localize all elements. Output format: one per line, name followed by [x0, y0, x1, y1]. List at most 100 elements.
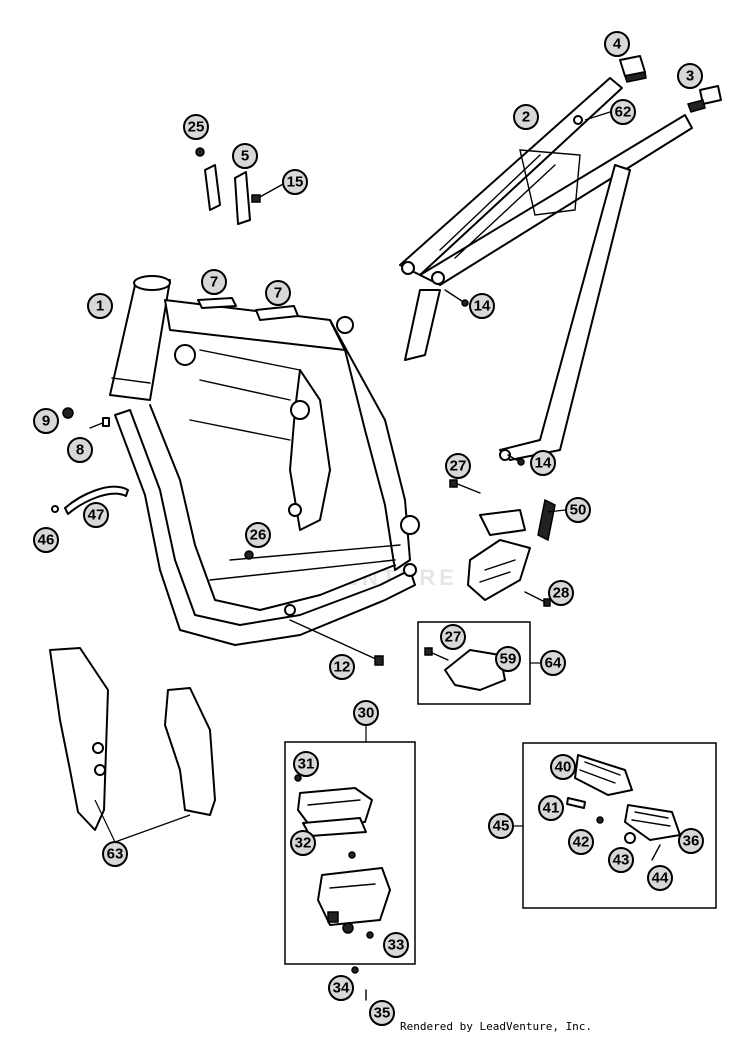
svg-text:63: 63 — [107, 846, 124, 863]
svg-text:27: 27 — [445, 629, 462, 646]
svg-text:8: 8 — [76, 442, 84, 459]
swingarm-axle[interactable] — [289, 619, 384, 666]
svg-text:7: 7 — [274, 285, 282, 302]
engine-mount-nut[interactable] — [244, 550, 254, 560]
svg-text:33: 33 — [388, 937, 405, 954]
svg-text:5: 5 — [241, 148, 249, 165]
callout-63: 63 — [102, 841, 128, 867]
svg-text:40: 40 — [555, 759, 572, 776]
svg-text:12: 12 — [334, 659, 351, 676]
callout-62: 62 — [610, 99, 636, 125]
skid-plate[interactable] — [294, 774, 391, 1001]
svg-text:2: 2 — [522, 109, 530, 126]
callout-32: 32 — [290, 830, 316, 856]
leader-63 — [94, 799, 191, 843]
callout-34: 34 — [328, 975, 354, 1001]
callout-1: 1 — [87, 293, 113, 319]
callout-7b: 7 — [265, 280, 291, 306]
callout-47: 47 — [83, 502, 109, 528]
svg-text:41: 41 — [543, 800, 560, 817]
callout-8: 8 — [67, 437, 93, 463]
svg-text:28: 28 — [553, 585, 570, 602]
callout-42: 42 — [568, 829, 594, 855]
callout-28: 28 — [548, 580, 574, 606]
callout-2: 2 — [513, 104, 539, 130]
svg-text:1: 1 — [96, 298, 104, 315]
svg-text:7: 7 — [210, 274, 218, 291]
svg-text:27: 27 — [450, 458, 467, 475]
svg-text:46: 46 — [38, 532, 55, 549]
svg-text:62: 62 — [615, 104, 632, 121]
callout-41: 41 — [538, 795, 564, 821]
svg-text:14: 14 — [535, 455, 552, 472]
callout-14a: 14 — [469, 293, 495, 319]
callout-59: 59 — [495, 646, 521, 672]
callout-36: 36 — [678, 828, 704, 854]
svg-text:31: 31 — [298, 756, 315, 773]
chain-guide-bolts[interactable] — [449, 479, 551, 607]
svg-text:34: 34 — [333, 980, 350, 997]
leader-50 — [547, 509, 566, 513]
callout-27b: 27 — [440, 624, 466, 650]
svg-text:44: 44 — [652, 870, 669, 887]
bracket-bolt[interactable] — [251, 182, 286, 203]
svg-text:26: 26 — [250, 527, 267, 544]
callout-35: 35 — [369, 1000, 395, 1026]
leader-62 — [584, 111, 611, 121]
svg-text:4: 4 — [613, 36, 622, 53]
callout-64: 64 — [540, 650, 566, 676]
callout-12: 12 — [329, 654, 355, 680]
subframe[interactable] — [399, 77, 693, 461]
callout-25: 25 — [183, 114, 209, 140]
callout-44: 44 — [647, 865, 673, 891]
svg-text:36: 36 — [683, 833, 700, 850]
callout-33: 33 — [383, 932, 409, 958]
callout-7a: 7 — [201, 269, 227, 295]
footpeg-right[interactable] — [624, 804, 681, 841]
callout-43: 43 — [608, 847, 634, 873]
svg-text:14: 14 — [474, 298, 491, 315]
chain-guide[interactable] — [467, 498, 556, 601]
subframe-plug-left[interactable] — [619, 55, 647, 83]
callout-5: 5 — [232, 143, 258, 169]
svg-text:9: 9 — [42, 413, 50, 430]
svg-text:45: 45 — [493, 818, 510, 835]
main-frame[interactable] — [109, 275, 420, 646]
svg-text:32: 32 — [295, 835, 312, 852]
render-credit: Rendered by LeadVenture, Inc. — [400, 1020, 592, 1033]
svg-text:35: 35 — [374, 1005, 391, 1022]
footpeg-left[interactable] — [574, 754, 633, 796]
bracket-pair[interactable] — [195, 147, 251, 225]
footpeg-pins[interactable] — [566, 797, 661, 861]
callout-15: 15 — [282, 169, 308, 195]
callout-3: 3 — [677, 63, 703, 89]
callout-4: 4 — [604, 31, 630, 57]
subframe-bolts[interactable] — [444, 289, 525, 466]
skid-plate-group-box — [284, 741, 416, 965]
callout-50: 50 — [565, 497, 591, 523]
callout-45: 45 — [488, 813, 514, 839]
callout-26: 26 — [245, 522, 271, 548]
vent-hose[interactable] — [51, 485, 129, 515]
frame-decals[interactable] — [197, 297, 299, 321]
callout-9: 9 — [33, 408, 59, 434]
svg-text:30: 30 — [358, 705, 375, 722]
svg-text:50: 50 — [570, 502, 587, 519]
frame-guard-right[interactable] — [164, 687, 216, 816]
frame-guard-left[interactable] — [49, 647, 109, 831]
chain-slider[interactable] — [424, 647, 506, 691]
head-bolt[interactable] — [62, 407, 110, 429]
svg-text:15: 15 — [287, 174, 304, 191]
svg-text:25: 25 — [188, 119, 205, 136]
callout-14b: 14 — [530, 450, 556, 476]
svg-text:43: 43 — [613, 852, 630, 869]
svg-text:64: 64 — [545, 655, 562, 672]
subframe-plug-right[interactable] — [687, 85, 722, 113]
callout-27a: 27 — [445, 453, 471, 479]
svg-text:59: 59 — [500, 651, 517, 668]
callout-46: 46 — [33, 527, 59, 553]
callout-31: 31 — [293, 751, 319, 777]
svg-text:47: 47 — [88, 507, 105, 524]
callout-30: 30 — [353, 700, 379, 726]
